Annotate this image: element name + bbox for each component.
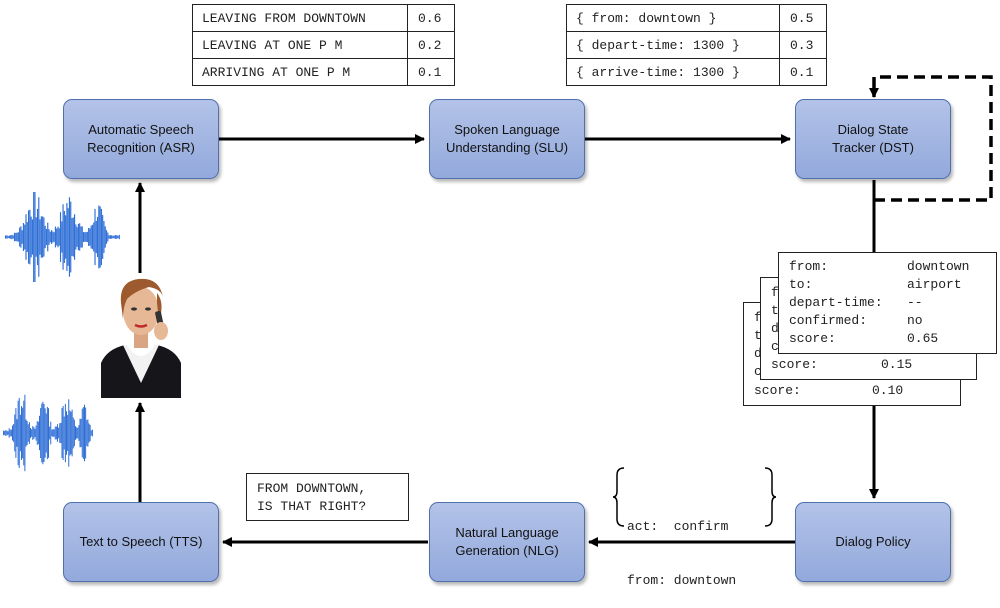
slu-hypothesis: { depart-time: 1300 } (566, 31, 780, 59)
tts-label: Text to Speech (TTS) (79, 534, 203, 549)
nlg-label: Natural Language Generation (NLG) (455, 525, 559, 558)
asr-score: 0.6 (407, 4, 455, 32)
table-row: { arrive-time: 1300 }0.1 (566, 58, 827, 86)
asr-score: 0.1 (407, 58, 455, 86)
state-row-to: to:airport (789, 277, 962, 292)
dialog-state-card-1: from:downtown to:airport depart-time:-- … (778, 252, 997, 354)
slu-nbest-table: { from: downtown }0.5 { depart-time: 130… (566, 4, 827, 86)
table-row: { from: downtown }0.5 (566, 4, 827, 32)
left-brace (612, 467, 625, 527)
right-brace (764, 467, 777, 527)
nlg-output-text: FROM DOWNTOWN, IS THAT RIGHT? (246, 473, 409, 521)
nlg-node: Natural Language Generation (NLG) (429, 502, 585, 582)
slu-score: 0.3 (779, 31, 827, 59)
dst-node: Dialog State Tracker (DST) (795, 99, 951, 179)
slu-score: 0.1 (779, 58, 827, 86)
asr-node: Automatic Speech Recognition (ASR) (63, 99, 219, 179)
asr-hypothesis: LEAVING FROM DOWNTOWN (192, 4, 408, 32)
state-row-confirmed: confirmed:no (789, 313, 923, 328)
asr-hypothesis: LEAVING AT ONE P M (192, 31, 408, 59)
speech-waveform-icon (3, 394, 93, 472)
state-score-row: score:0.15 (771, 357, 913, 372)
state-row-depart-time: depart-time:-- (789, 295, 923, 310)
asr-score: 0.2 (407, 31, 455, 59)
slu-hypothesis: { arrive-time: 1300 } (566, 58, 780, 86)
slu-label: Spoken Language Understanding (SLU) (445, 122, 569, 155)
slu-score: 0.5 (779, 4, 827, 32)
dst-label: Dialog State Tracker (DST) (832, 122, 914, 155)
asr-label: Automatic Speech Recognition (ASR) (87, 122, 195, 155)
policy-node: Dialog Policy (795, 502, 951, 582)
policy-label: Dialog Policy (835, 534, 911, 549)
slu-hypothesis: { from: downtown } (566, 4, 780, 32)
policy-slot-line: from: downtown (627, 573, 737, 588)
policy-action-frame: act: confirm from: downtown (627, 482, 736, 608)
slu-node: Spoken Language Understanding (SLU) (429, 99, 585, 179)
pipeline-arrows (135, 75, 993, 547)
tts-node: Text to Speech (TTS) (63, 502, 219, 582)
policy-act-line: act: confirm (627, 519, 729, 534)
table-row: { depart-time: 1300 }0.3 (566, 31, 827, 59)
state-score-row: score:0.10 (754, 383, 904, 398)
asr-hypothesis: ARRIVING AT ONE P M (192, 58, 408, 86)
state-score-row: score:0.65 (789, 331, 939, 346)
dst-feedback-loop (869, 75, 993, 202)
user-on-phone-image (99, 273, 183, 398)
speech-waveform-icon (5, 192, 120, 282)
state-row-from: from:downtown (789, 259, 970, 274)
